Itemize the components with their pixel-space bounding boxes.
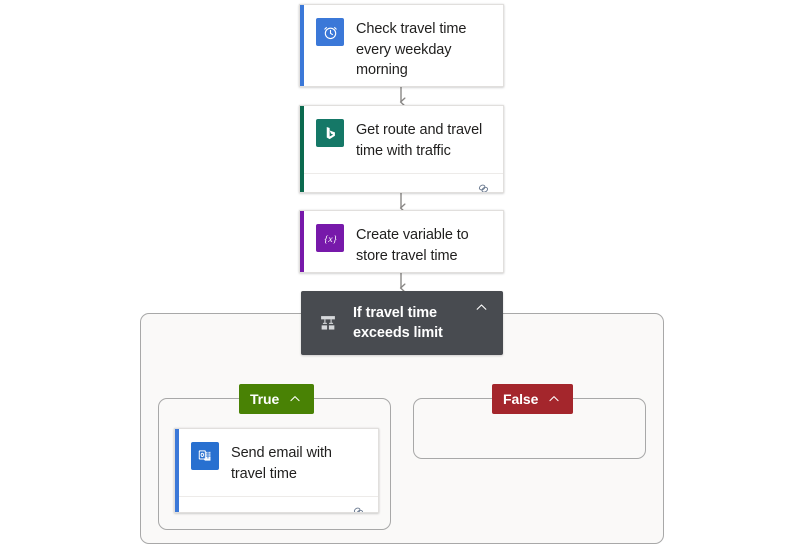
card-header: Check travel time every weekday morning — [300, 5, 503, 86]
card-footer — [175, 496, 378, 512]
bing-maps-icon — [316, 119, 344, 147]
card-send-email[interactable]: Send email with travel time — [174, 428, 379, 513]
chevron-up-icon[interactable] — [285, 389, 305, 409]
card-title: Get route and travel time with traffic — [356, 122, 483, 159]
condition-title: If travel time exceeds limit — [353, 305, 443, 341]
card-accent-bar — [300, 106, 304, 192]
branch-false-label: False — [503, 391, 539, 407]
card-trigger-recurrence[interactable]: Check travel time every weekday morning — [299, 4, 504, 87]
card-title: Send email with travel time — [231, 445, 332, 482]
card-title: Check travel time every weekday morning — [356, 21, 467, 78]
card-accent-bar — [175, 429, 179, 512]
card-accent-bar — [300, 211, 304, 272]
chevron-up-icon[interactable] — [544, 389, 564, 409]
condition-branch-icon — [315, 310, 341, 336]
card-create-variable[interactable]: {x} Create variable to store travel time — [299, 210, 504, 273]
card-title: Create variable to store travel time — [356, 227, 469, 264]
alarm-clock-icon — [316, 18, 344, 46]
card-header: Send email with travel time — [175, 429, 378, 496]
branch-false-badge[interactable]: False — [492, 384, 574, 414]
variable-braces-icon: {x} — [316, 224, 344, 252]
card-header: {x} Create variable to store travel time — [300, 211, 503, 272]
link-icon[interactable] — [476, 181, 491, 192]
link-icon[interactable] — [351, 504, 366, 512]
card-condition[interactable]: If travel time exceeds limit — [301, 291, 503, 355]
outlook-mail-icon — [191, 442, 219, 470]
card-header: Get route and travel time with traffic — [300, 106, 503, 173]
branch-true-label: True — [250, 391, 280, 407]
branch-true-badge[interactable]: True — [239, 384, 315, 414]
svg-text:{x}: {x} — [324, 234, 336, 245]
chevron-up-icon[interactable] — [471, 297, 491, 317]
card-accent-bar — [300, 5, 304, 86]
card-get-route-bing-maps[interactable]: Get route and travel time with traffic — [299, 105, 504, 193]
card-footer — [300, 173, 503, 192]
